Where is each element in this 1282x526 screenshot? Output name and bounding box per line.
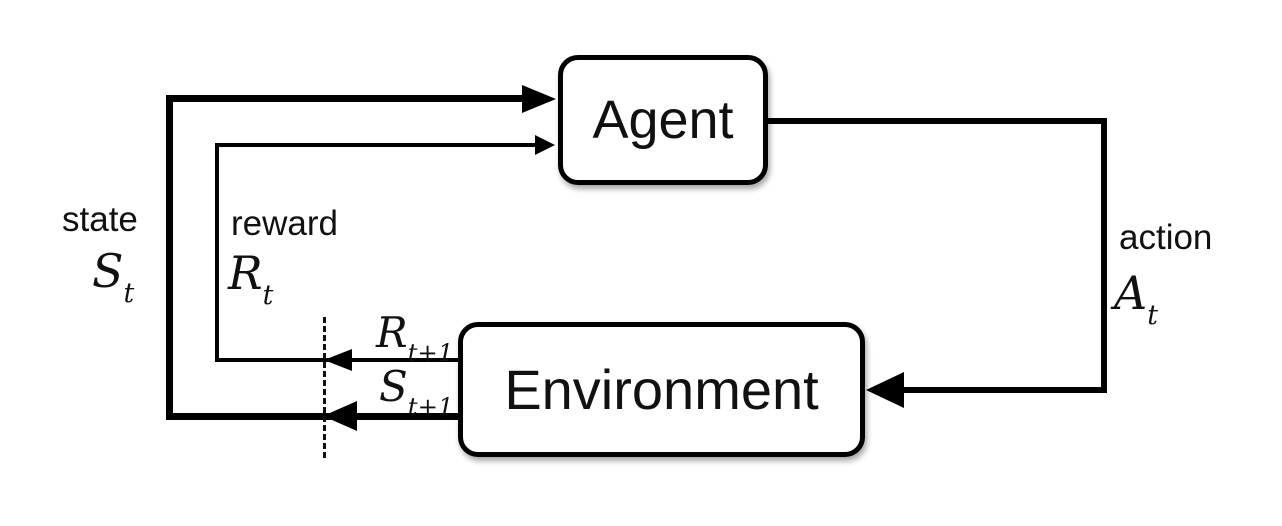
next-reward-symbol-label: Rt+1 [376,308,454,367]
action-line-vertical [1101,118,1107,390]
agent-node: Agent [558,55,768,185]
reward-symbol-label: Rt [228,246,274,311]
reward-word-label: reward [231,204,338,243]
next-state-symbol-label: St+1 [379,362,454,421]
action-into-environment-arrowhead-icon [866,372,904,408]
action-line-agent-out-horizontal [766,118,1107,124]
time-step-boundary-dashed-line [323,317,326,458]
reward-line-vertical [215,143,219,362]
environment-node-label: Environment [504,358,819,421]
reward-line-top-horizontal [215,143,535,147]
state-symbol-label: St [92,244,135,309]
state-word-label: state [62,200,138,239]
next-state-line-horizontal [166,413,460,420]
agent-node-label: Agent [592,90,734,150]
state-line-top-horizontal [166,95,526,102]
next-state-arrowhead-icon [323,401,357,431]
next-reward-arrowhead-icon [324,349,352,371]
action-word-label: action [1119,218,1213,257]
environment-node: Environment [458,322,865,457]
action-symbol-label: At [1114,266,1158,331]
state-into-agent-arrowhead-icon [522,85,556,113]
reward-into-agent-arrowhead-icon [535,135,555,155]
action-line-bottom-horizontal [900,387,1107,393]
state-line-vertical [166,95,173,420]
